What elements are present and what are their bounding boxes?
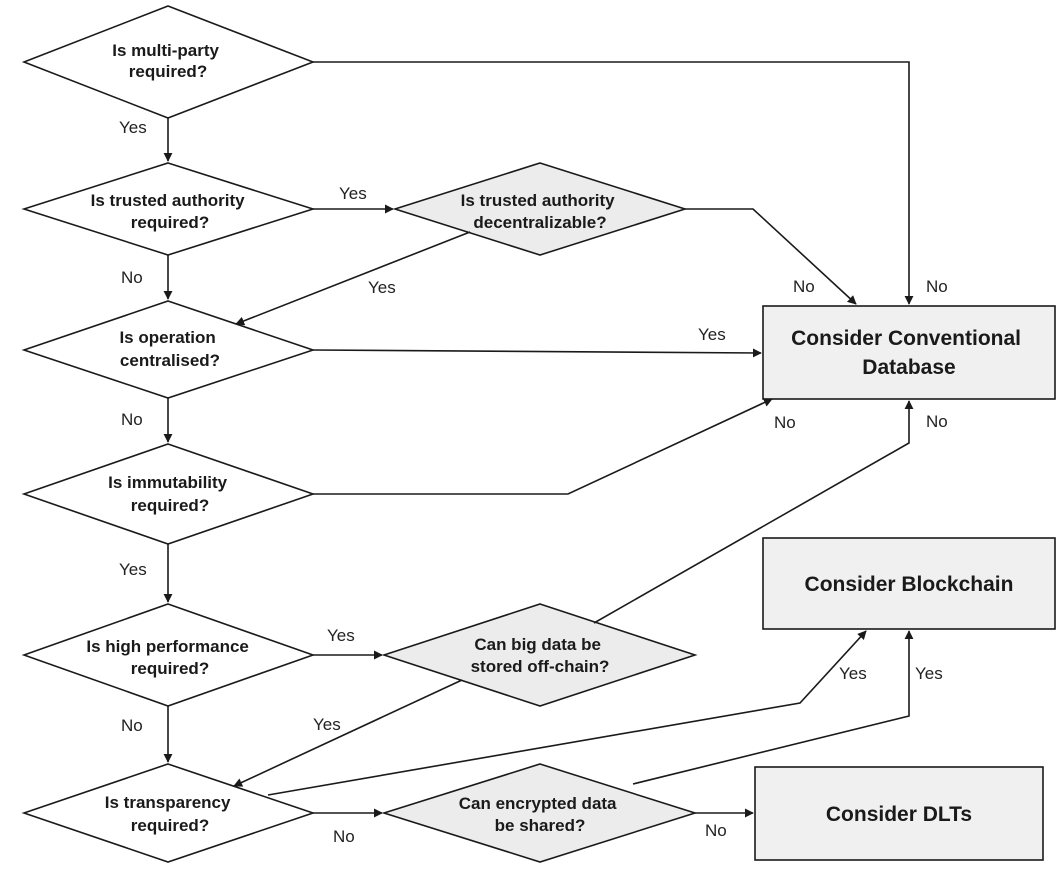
label-decentralizable-no: No [793,277,815,296]
decentralizable-line-2: decentralizable? [473,213,606,232]
dlts-label: Consider DLTs [826,803,972,826]
edge-centralised-yes [312,348,762,358]
blockchain-label: Consider Blockchain [805,573,1014,596]
label-immutability-yes: Yes [119,560,147,579]
svg-text:Consider DLTs: Consider DLTs [826,803,972,826]
svg-text:Is trusted authority req: Is trusted authority required? [91,191,250,232]
decision-trusted-authority: Is trusted authority required? [21,162,316,256]
decision-operation-centralised: Is operation centralised? [21,300,316,399]
edge-transparency-yes [267,630,867,796]
edge-encrypted-yes [632,630,914,785]
multi-party-line-2: required? [129,62,207,81]
label-immutability-no: No [774,413,796,432]
svg-text:Consider Conventional Da: Consider Conventional Database [791,327,1027,379]
svg-text:Can big data be stored o: Can big data be stored off-chain? [471,635,610,676]
immutability-diamond [21,443,316,545]
decentralizable-diamond [392,162,688,256]
svg-text:Can encrypted data be sh: Can encrypted data be shared? [459,794,622,835]
label-bigdata-yes: Yes [313,715,341,734]
decision-multi-party: Is multi-party required? [21,5,316,119]
label-multi-party-yes: Yes [119,118,147,137]
svg-text:Is trusted authority dec: Is trusted authority decentralizable? [461,191,620,232]
label-performance-no: No [121,716,143,735]
conventional-database-line-1: Consider Conventional [791,327,1021,350]
big-data-offchain-diamond [381,603,698,707]
big-data-offchain-line-2: stored off-chain? [471,657,610,676]
big-data-offchain-line-1: Can big data be [474,635,601,654]
multi-party-line-1: Is multi-party [112,41,219,60]
label-trusted-no: No [121,268,143,287]
trusted-authority-line-1: Is trusted authority [91,191,246,210]
label-performance-yes: Yes [327,626,355,645]
svg-text:Is high performance requ: Is high performance required? [86,637,253,678]
label-multi-party-no: No [926,277,948,296]
decision-immutability: Is immutability required? [21,443,316,545]
svg-text:Is operation centralised: Is operation centralised? [119,328,220,370]
transparency-line-1: Is transparency [105,793,231,812]
label-bigdata-no: No [926,412,948,431]
operation-centralised-line-2: centralised? [120,351,220,370]
outcome-blockchain: Consider Blockchain [762,537,1056,630]
operation-centralised-diamond [21,300,316,399]
edge-immutability-no [313,398,773,495]
encrypted-shared-line-2: be shared? [495,816,586,835]
edge-bigdata-yes [233,679,463,787]
label-centralised-yes: Yes [698,325,726,344]
label-encrypted-yes: Yes [915,664,943,683]
svg-text:Consider Blockchain: Consider Blockchain [805,573,1014,596]
encrypted-shared-line-1: Can encrypted data [459,794,617,813]
immutability-line-2: required? [131,496,209,515]
operation-centralised-line-1: Is operation [119,328,215,347]
label-encrypted-no: No [705,821,727,840]
svg-text:Is transparency required: Is transparency required? [105,793,235,835]
immutability-line-1: Is immutability [108,473,228,492]
svg-text:Is immutability required: Is immutability required? [108,473,232,515]
outcome-dlts: Consider DLTs [754,766,1044,861]
conventional-database-box [762,305,1056,400]
label-centralised-no: No [121,410,143,429]
conventional-database-line-2: Database [862,356,955,379]
decision-transparency: Is transparency required? [21,763,316,863]
label-transparency-yes: Yes [839,664,867,683]
decision-big-data-offchain: Can big data be stored off-chain? [381,603,698,707]
label-transparency-no: No [333,827,355,846]
trusted-authority-line-2: required? [131,213,209,232]
edge-bigdata-no [593,400,914,624]
decentralizable-line-1: Is trusted authority [461,191,616,210]
decision-high-performance: Is high performance required? [21,603,316,707]
edge-decentralizable-yes [235,231,471,326]
outcome-conventional-database: Consider Conventional Database [762,305,1056,400]
decision-decentralizable: Is trusted authority decentralizable? [392,162,688,256]
decision-encrypted-shared: Can encrypted data be shared? [381,763,698,863]
svg-text:Is multi-party required?: Is multi-party required? [112,41,223,81]
edge-multi-party-no [313,61,914,305]
label-decentralizable-yes: Yes [368,278,396,297]
edge-decentralizable-no [685,208,857,305]
high-performance-line-2: required? [131,659,209,678]
encrypted-shared-diamond [381,763,698,863]
label-trusted-yes: Yes [339,184,367,203]
dlts-box [754,766,1044,861]
high-performance-line-1: Is high performance [86,637,248,656]
blockchain-box [762,537,1056,630]
transparency-line-2: required? [131,816,209,835]
transparency-diamond [21,763,316,863]
